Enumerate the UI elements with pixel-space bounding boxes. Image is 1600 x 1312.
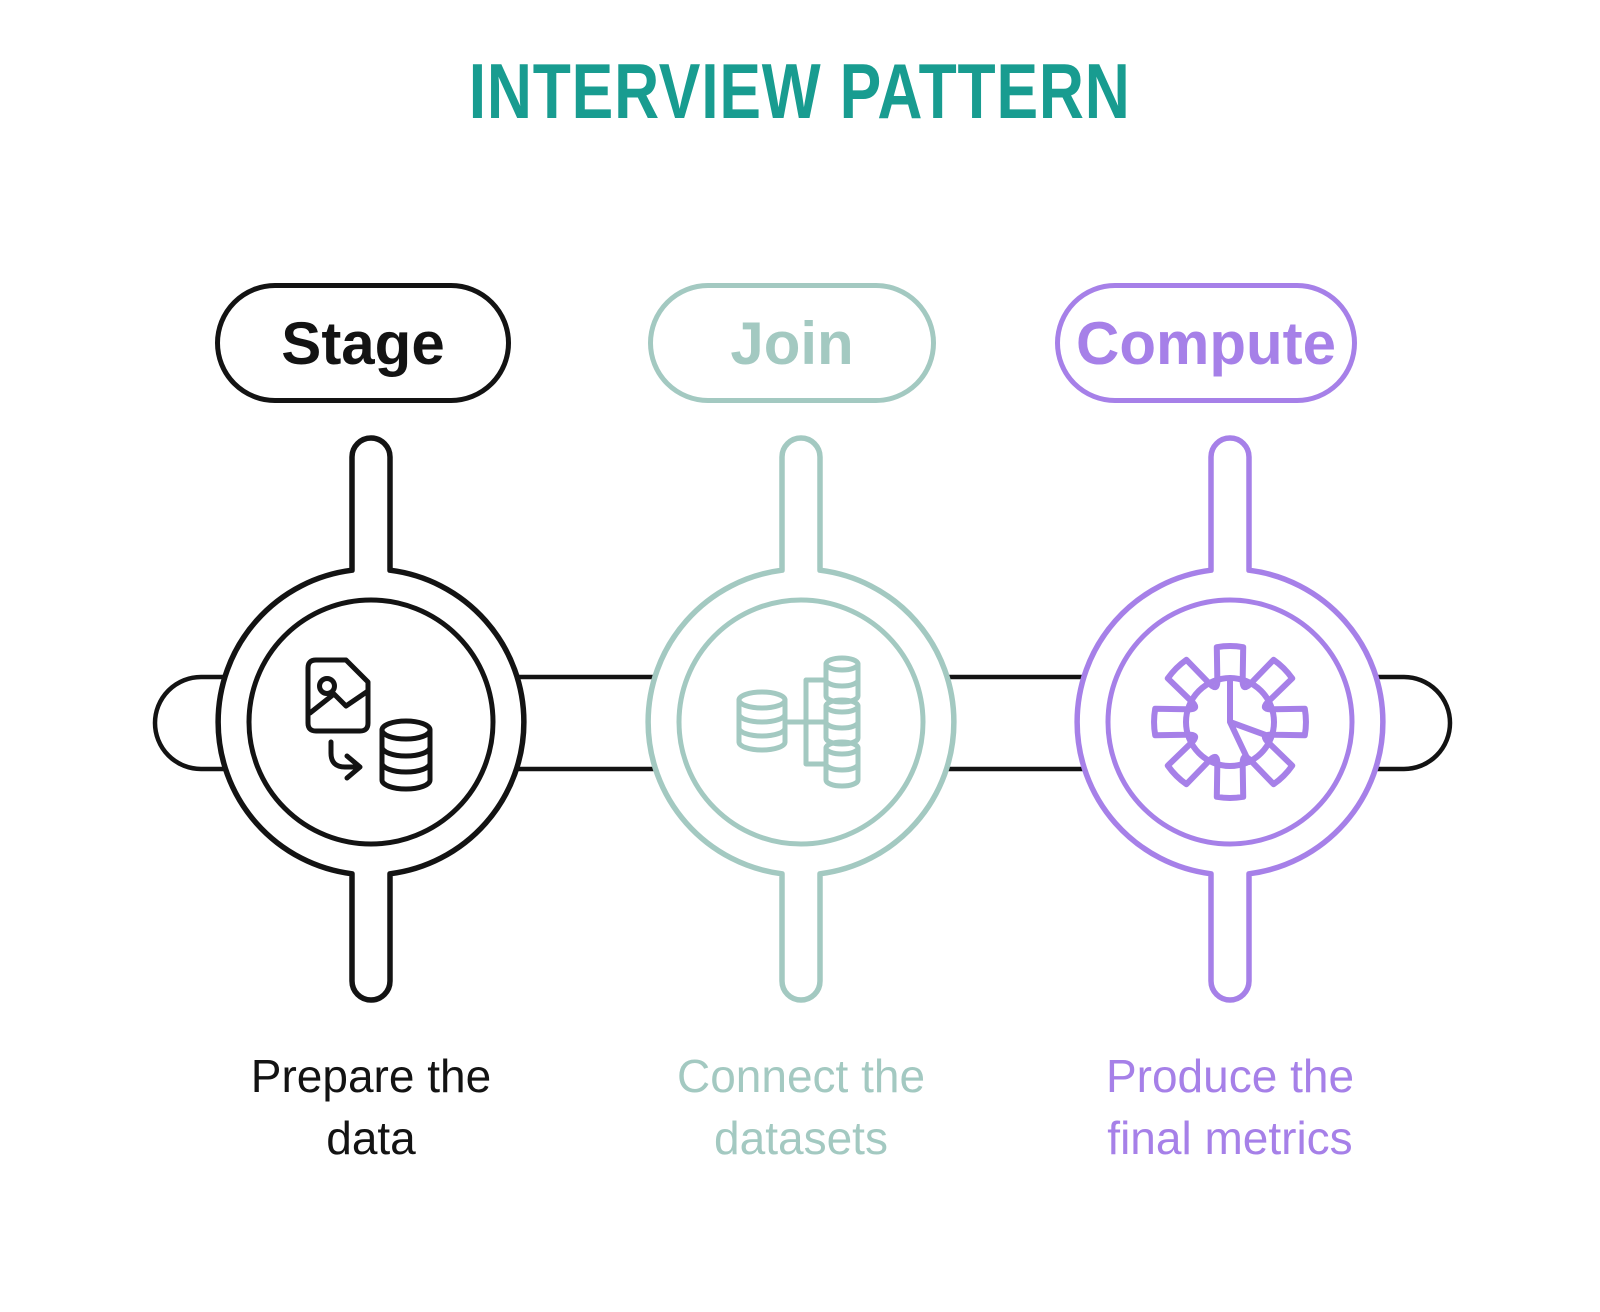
target-database-icon-bottom [823,739,861,789]
compute-node [1074,435,1386,1003]
caption-join-line2: datasets [714,1112,888,1164]
join-node [645,435,957,1003]
page-title: INTERVIEW PATTERN [0,46,1600,137]
pill-join: Join [648,283,936,403]
corner-arrow-icon [328,739,360,770]
caption-join-line1: Connect the [676,1050,926,1102]
stage-node [215,435,527,1003]
caption-compute-line1: Produce the [1105,1050,1355,1102]
caption-stage-line1: Prepare the [250,1050,492,1102]
stage-inner-circle [246,597,496,847]
pill-stage: Stage [215,283,511,403]
caption-compute-line2: final metrics [1107,1112,1353,1164]
gear-icon [1151,643,1309,801]
caption-stage-line2: data [326,1112,416,1164]
image-mountain [307,688,371,716]
branch-bracket [803,677,827,767]
corner-arrow-head [344,753,363,781]
source-database-icon [736,689,788,753]
image-dot [317,676,337,696]
caption-stage: Prepare the data [161,1045,581,1169]
image-file-icon [305,657,371,734]
pill-join-label: Join [730,309,854,377]
pill-stage-label: Stage [281,309,445,377]
pill-compute: Compute [1055,283,1357,403]
pill-compute-label: Compute [1076,309,1336,377]
gear-pie-chart-icon [1151,643,1309,801]
database-icon [379,718,433,792]
page-title-text: INTERVIEW PATTERN [469,47,1131,135]
image-file-to-database-icon [305,657,433,792]
database-branch-icon [736,655,861,789]
pie-chart-slices [1227,675,1274,765]
caption-join: Connect the datasets [591,1045,1011,1169]
caption-compute: Produce the final metrics [1020,1045,1440,1169]
